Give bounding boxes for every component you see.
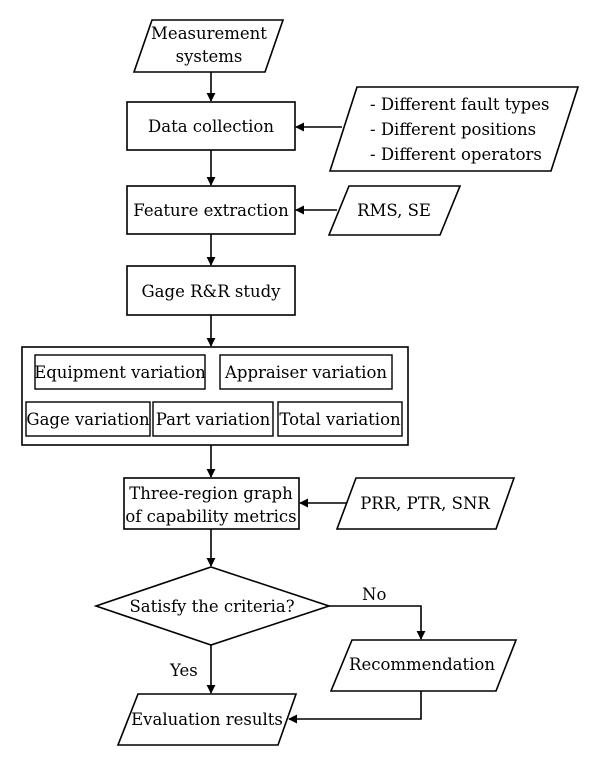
edge-recommendation-to-results bbox=[288, 691, 422, 724]
recommendation-label: Recommendation bbox=[349, 655, 495, 674]
evaluation-results-label: Evaluation results bbox=[131, 710, 283, 729]
node-recommendation: Recommendation bbox=[329, 639, 518, 692]
node-data-collection: Data collection bbox=[126, 101, 296, 151]
total-variation-label: Total variation bbox=[279, 410, 401, 429]
appraiser-variation-label: Appraiser variation bbox=[224, 363, 387, 382]
total-variation-box: Total variation bbox=[277, 401, 403, 437]
part-variation-label: Part variation bbox=[156, 410, 271, 429]
node-criteria-decision: Satisfy the criteria? bbox=[93, 566, 332, 646]
edge-label-yes: Yes bbox=[169, 661, 198, 680]
data-collection-label: Data collection bbox=[148, 117, 274, 136]
three-region-graph-label-line2: of capability metrics bbox=[125, 507, 296, 526]
node-gage-rr-study: Gage R&R study bbox=[126, 265, 296, 316]
node-capability-metrics: PRR, PTR, SNR bbox=[335, 477, 516, 530]
gage-rr-study-label: Gage R&R study bbox=[142, 282, 282, 301]
gage-variation-box: Gage variation bbox=[25, 401, 151, 437]
equipment-variation-box: Equipment variation bbox=[34, 354, 206, 390]
node-variation-group: Equipment variation Appraiser variation … bbox=[21, 346, 409, 446]
measurement-systems-label-line1: Measurement bbox=[151, 24, 267, 43]
collection-input-fault-types: - Different fault types bbox=[370, 95, 549, 114]
node-collection-inputs: - Different fault types - Different posi… bbox=[328, 86, 580, 172]
measurement-systems-label-line2: systems bbox=[176, 47, 243, 66]
collection-input-positions: - Different positions bbox=[370, 120, 536, 139]
criteria-decision-label: Satisfy the criteria? bbox=[129, 597, 294, 616]
feature-extraction-label: Feature extraction bbox=[133, 201, 289, 220]
three-region-graph-label-line1: Three-region graph bbox=[129, 484, 293, 503]
equipment-variation-label: Equipment variation bbox=[34, 363, 206, 382]
node-feature-extraction: Feature extraction bbox=[126, 185, 296, 235]
node-three-region-graph: Three-region graph of capability metrics bbox=[123, 477, 300, 530]
node-features: RMS, SE bbox=[327, 185, 462, 236]
collection-input-operators: - Different operators bbox=[370, 145, 542, 164]
gage-variation-label: Gage variation bbox=[26, 410, 150, 429]
appraiser-variation-box: Appraiser variation bbox=[219, 354, 393, 390]
features-label: RMS, SE bbox=[357, 201, 431, 220]
node-measurement-systems: Measurement systems bbox=[132, 19, 285, 73]
node-evaluation-results: Evaluation results bbox=[116, 693, 298, 746]
part-variation-box: Part variation bbox=[152, 401, 274, 437]
edge-decision-no bbox=[329, 605, 426, 640]
edge-label-no: No bbox=[362, 585, 386, 604]
capability-metrics-label: PRR, PTR, SNR bbox=[360, 494, 490, 513]
